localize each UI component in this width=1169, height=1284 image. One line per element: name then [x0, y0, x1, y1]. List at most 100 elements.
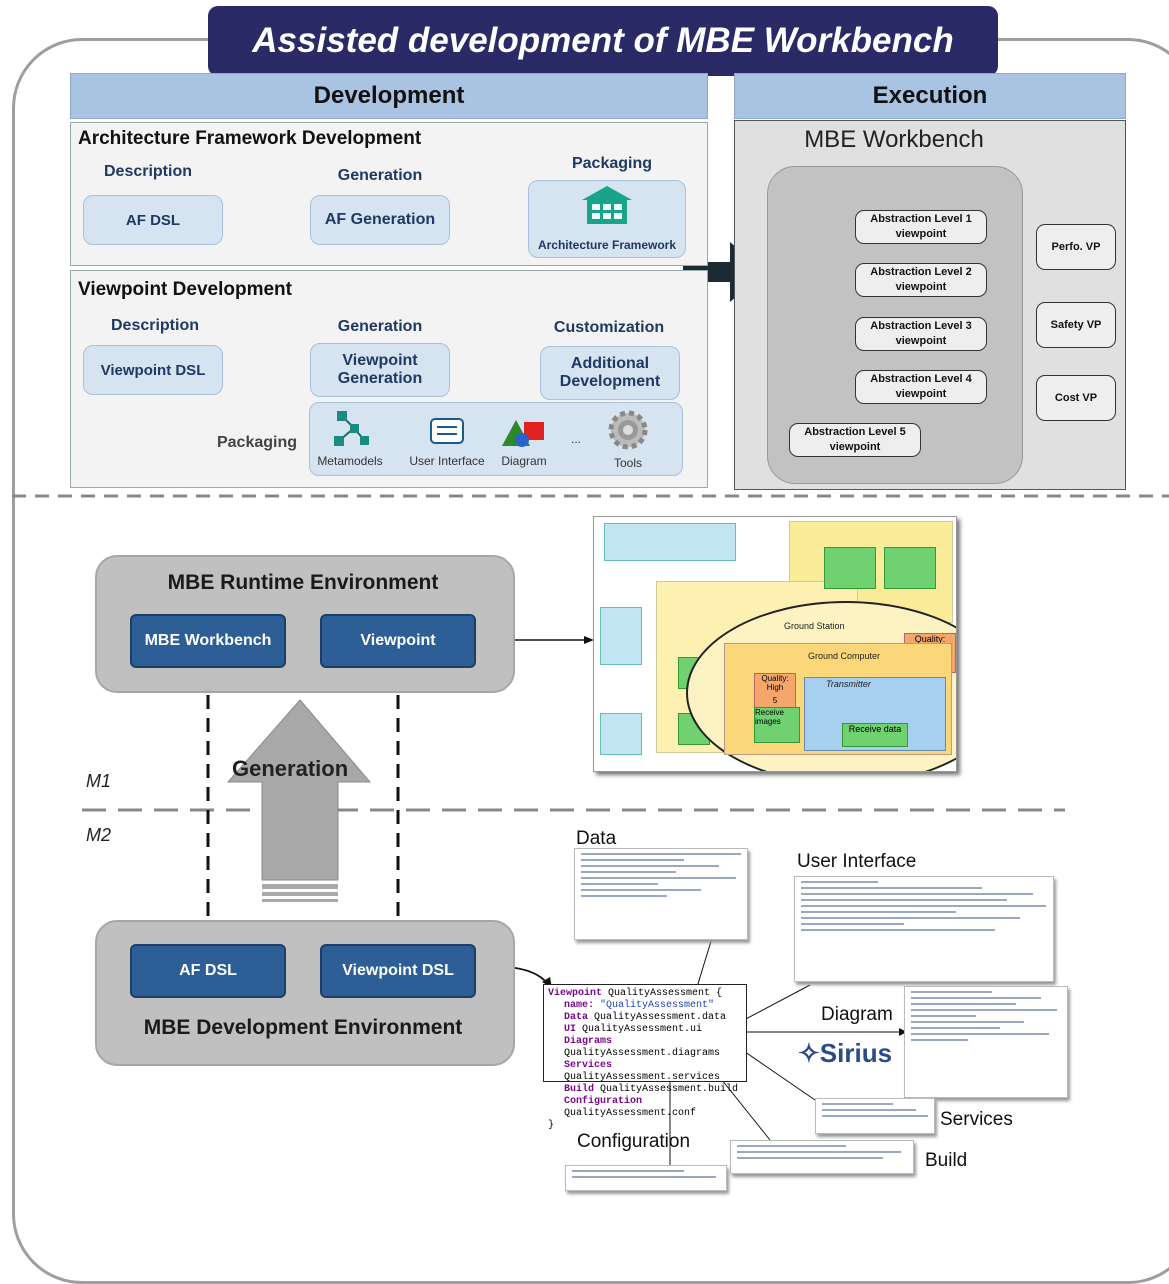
generation-label: Generation — [232, 756, 349, 781]
level-2-sub: viewpoint — [895, 281, 947, 293]
ss-receive-data: Receive data — [842, 723, 908, 747]
metamodels-label: Metamodels — [317, 454, 383, 468]
level-2-name: Abstraction Level 2 — [870, 266, 972, 278]
m1-label: M1 — [86, 771, 112, 791]
runtime-mbe-workbench-box: MBE Workbench — [130, 614, 286, 668]
af-dsl-box: AF DSL — [83, 195, 223, 245]
ss-block — [600, 607, 642, 665]
code-text: QualityAssessment.services — [564, 1072, 721, 1083]
runtime-viewpoint-box: Viewpoint — [320, 614, 476, 668]
level-1-name: Abstraction Level 1 — [870, 213, 972, 225]
arch-generation-label: Generation — [337, 167, 423, 184]
viewpoint-generation-line2: Generation — [337, 370, 423, 387]
ss-block — [604, 523, 736, 561]
ss-quality-high-label: Quality: High — [761, 674, 789, 692]
sirius-label: Sirius — [819, 1038, 893, 1068]
code-kw: Services — [564, 1060, 613, 1071]
diagram-icon — [502, 420, 544, 447]
mbe-workbench-title: MBE Workbench — [804, 126, 984, 153]
level-3-name: Abstraction Level 3 — [870, 320, 972, 332]
code-text: } — [548, 1120, 555, 1131]
level-5-sub: viewpoint — [829, 441, 881, 453]
ss-block — [824, 547, 876, 589]
user-interface-document — [794, 876, 1054, 982]
architecture-framework-label: Architecture Framework — [537, 238, 677, 252]
data-caption: Data — [576, 828, 617, 849]
level-4-name: Abstraction Level 4 — [870, 373, 972, 385]
ss-block — [600, 713, 642, 755]
viewpoint-generation-line1: Viewpoint — [342, 352, 418, 369]
generation-arrow-stripe — [262, 884, 338, 889]
architecture-framework-icon — [582, 186, 632, 224]
ss-quality-high-value: 5 — [772, 696, 778, 705]
services-caption: Services — [940, 1109, 1013, 1130]
level-3-sub: viewpoint — [895, 335, 947, 347]
level-5-name: Abstraction Level 5 — [804, 426, 906, 438]
user-interface-label: User Interface — [409, 454, 485, 468]
code-kw: name: — [564, 1000, 595, 1011]
vp-generation-label: Generation — [337, 318, 423, 335]
code-text: QualityAssessment.conf — [564, 1108, 697, 1119]
ss-transmitter: Transmitter — [826, 679, 871, 689]
build-document — [730, 1140, 914, 1174]
runtime-title: MBE Runtime Environment — [167, 571, 439, 594]
data-document — [574, 848, 748, 940]
configuration-caption: Configuration — [577, 1131, 691, 1152]
dev-viewpoint-dsl-box: Viewpoint DSL — [320, 944, 476, 998]
ss-receive-images: Receive images — [754, 707, 800, 743]
code-kw: UI — [564, 1024, 577, 1035]
ss-ground-computer: Ground Computer — [808, 651, 881, 661]
additional-line2: Development — [559, 373, 661, 390]
level-1-sub: viewpoint — [895, 228, 947, 240]
sirius-logo: ✧Sirius — [798, 1038, 892, 1069]
ss-block — [884, 547, 936, 589]
diagram-document — [904, 986, 1068, 1098]
viewpoint-dsl-code: Viewpoint QualityAssessment { name: "Qua… — [543, 984, 747, 1131]
execution-header: Execution — [734, 73, 1126, 119]
dev-af-dsl-box: AF DSL — [130, 944, 286, 998]
code-kw: Diagrams — [564, 1036, 613, 1047]
ss-ground-station: Ground Station — [784, 621, 845, 631]
metamodels-icon — [334, 411, 369, 446]
code-string: "QualityAssessment" — [594, 1000, 715, 1011]
arch-packaging-label: Packaging — [571, 155, 653, 172]
vp-packaging-label: Packaging — [216, 434, 298, 451]
user-interface-caption: User Interface — [797, 851, 917, 872]
arch-description-label: Description — [103, 163, 192, 180]
diagram-caption: Diagram — [821, 1004, 893, 1025]
abstraction-level-3: Abstraction Level 3 viewpoint — [855, 317, 987, 351]
cost-vp-box: Cost VP — [1036, 375, 1116, 421]
abstraction-level-5: Abstraction Level 5 viewpoint — [789, 423, 921, 457]
arrow-to-services — [734, 1044, 816, 1101]
tools-label: Tools — [613, 456, 642, 470]
architecture-framework-box: Architecture Framework — [528, 180, 686, 258]
ellipsis-label: ... — [570, 432, 581, 446]
abstraction-level-1: Abstraction Level 1 viewpoint — [855, 210, 987, 244]
development-header: Development — [70, 73, 708, 119]
vp-section-title: Viewpoint Development — [78, 279, 292, 300]
m2-label: M2 — [86, 825, 112, 845]
code-kw: Viewpoint — [548, 988, 603, 999]
code-kw: Configuration — [564, 1096, 643, 1107]
user-interface-icon — [430, 418, 464, 444]
abstraction-level-4: Abstraction Level 4 viewpoint — [855, 370, 987, 404]
additional-development-box: Additional Development — [540, 346, 680, 400]
services-document — [815, 1098, 935, 1134]
safety-vp-box: Safety VP — [1036, 302, 1116, 348]
arch-section-title: Architecture Framework Development — [78, 128, 422, 149]
code-kw: Build — [564, 1084, 595, 1095]
level-4-sub: viewpoint — [895, 388, 947, 400]
generation-arrow-stripe — [262, 899, 338, 902]
code-text: QualityAssessment.ui — [576, 1024, 703, 1035]
build-caption: Build — [925, 1150, 968, 1171]
af-generation-box: AF Generation — [310, 195, 450, 245]
tools-gear-icon — [608, 410, 648, 450]
generation-arrow-stripe — [262, 892, 338, 896]
sirius-star-icon: ✧ — [798, 1038, 820, 1068]
vp-customization-label: Customization — [553, 319, 665, 336]
code-text: QualityAssessment.data — [588, 1012, 727, 1023]
additional-line1: Additional — [570, 355, 650, 372]
workbench-screenshot: Ground Station Quality: Medium 7 Ground … — [593, 516, 957, 772]
code-text: QualityAssessment.build — [594, 1084, 739, 1095]
vp-description-label: Description — [110, 317, 199, 334]
